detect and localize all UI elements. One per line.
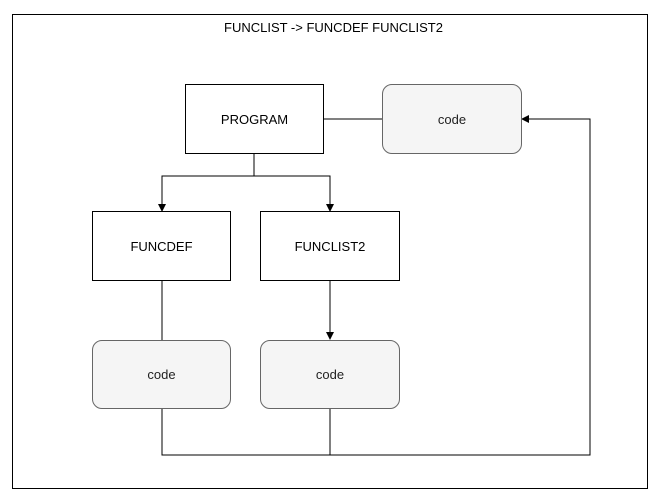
node-program: PROGRAM: [185, 84, 324, 154]
node-funclist2: FUNCLIST2: [260, 211, 400, 281]
diagram-title: FUNCLIST -> FUNCDEF FUNCLIST2: [224, 20, 443, 35]
node-code-top: code: [382, 84, 522, 154]
edge-program-branch: [158, 154, 255, 212]
diagram-frame: [12, 14, 648, 489]
edge-code-loop: [161, 115, 591, 456]
node-funcdef: FUNCDEF: [92, 211, 231, 281]
node-code-mid: code: [260, 340, 400, 409]
node-code-left: code: [92, 340, 231, 409]
edge-program-funclist2: [254, 175, 334, 212]
